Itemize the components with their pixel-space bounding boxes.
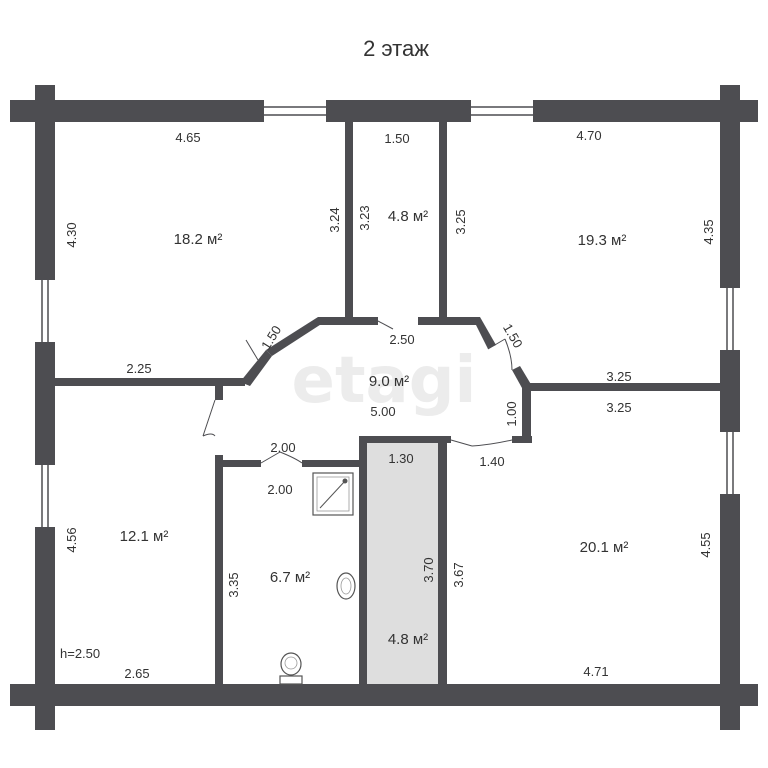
- door-bathroom: [260, 451, 303, 464]
- dimension-labels: 4.65 4.30 3.24 1.50 3.23 3.25 4.70 4.35 …: [60, 128, 716, 681]
- dimension-label: 3.25: [606, 400, 631, 415]
- door-wardrobe: [377, 320, 394, 330]
- wall-hall-diag-right-top: [472, 317, 496, 349]
- wall-hall-top-left: [318, 317, 378, 325]
- stair-fill: [367, 440, 444, 685]
- dimension-label: 1.50: [384, 131, 409, 146]
- dimension-label: 4.55: [698, 532, 713, 557]
- window-top-left: [264, 100, 326, 122]
- ceiling-height-label: h=2.50: [60, 646, 100, 661]
- wall-bath-top-right: [302, 460, 359, 467]
- fixtures: [279, 472, 356, 685]
- plan-title: 2 этаж: [363, 36, 429, 61]
- window-top-right: [471, 100, 533, 122]
- dimension-label: 2.65: [124, 666, 149, 681]
- dimension-label: 5.00: [370, 404, 395, 419]
- dimension-label: 4.71: [583, 664, 608, 679]
- area-label: 19.3 м²: [578, 232, 627, 249]
- wall-bath-top-left: [223, 460, 261, 467]
- dimension-label: 1.00: [504, 401, 519, 426]
- area-label: 12.1 м²: [120, 528, 169, 545]
- wall-hall-left-top: [215, 380, 223, 400]
- wall-bottom: [10, 684, 758, 706]
- dimension-label: 4.56: [64, 527, 79, 552]
- dimension-label: 1.50: [500, 321, 526, 350]
- dimension-label: 2.00: [267, 482, 292, 497]
- room-areas: 18.2 м² 4.8 м² 19.3 м² 9.0 м² 12.1 м² 6.…: [120, 208, 629, 648]
- wall-right: [720, 85, 740, 730]
- doors: [202, 320, 513, 464]
- dimension-label: 4.70: [576, 128, 601, 143]
- wall-ne-se: [530, 383, 720, 391]
- toilet-icon: [279, 652, 303, 685]
- wall-sw-bath: [215, 455, 223, 685]
- window-right-upper: [720, 288, 740, 350]
- wall-hall-right: [522, 386, 531, 443]
- window-left-upper: [35, 280, 55, 342]
- window-left-lower: [35, 465, 55, 527]
- dimension-label: 1.40: [479, 454, 504, 469]
- walls: [10, 85, 758, 730]
- area-label: 18.2 м²: [174, 231, 223, 248]
- dimension-label: 3.70: [421, 557, 436, 582]
- wall-top: [10, 100, 758, 122]
- dimension-label: 3.23: [357, 205, 372, 230]
- dimension-label: 4.35: [701, 219, 716, 244]
- dimension-label: 1.30: [388, 451, 413, 466]
- watermark: etagi: [292, 344, 477, 418]
- door-nw-bedroom: [245, 339, 259, 361]
- wall-wardrobe-ne: [439, 122, 447, 322]
- door-se-bedroom: [450, 439, 513, 447]
- dimension-label: 2.00: [270, 440, 295, 455]
- sink-icon: [336, 572, 356, 600]
- windows: [35, 100, 740, 527]
- wall-hall-diag-right-bottom: [512, 366, 532, 388]
- dimension-label: 3.24: [327, 207, 342, 232]
- wall-bath-stair: [359, 440, 367, 685]
- area-label: 6.7 м²: [270, 569, 310, 586]
- wall-nw-wardrobe: [345, 122, 353, 322]
- door-ne-bedroom: [487, 338, 513, 371]
- wall-stair-top: [359, 436, 451, 443]
- dimension-label: 2.25: [126, 361, 151, 376]
- wall-left: [35, 85, 55, 730]
- area-label: 9.0 м²: [369, 373, 409, 390]
- wall-hall-top-right: [418, 317, 480, 325]
- dimension-label: 4.30: [64, 222, 79, 247]
- dimension-label: 3.25: [453, 209, 468, 234]
- area-label: 4.8 м²: [388, 631, 428, 648]
- area-label: 20.1 м²: [580, 539, 629, 556]
- dimension-label: 4.65: [175, 130, 200, 145]
- wall-hall-diag-left-top: [266, 317, 326, 356]
- area-label: 4.8 м²: [388, 208, 428, 225]
- wall-stair-se: [438, 440, 447, 685]
- wall-hall-diag-left-bottom: [240, 350, 272, 386]
- dimension-label: 2.50: [389, 332, 414, 347]
- shower-icon: [312, 472, 354, 516]
- window-right-lower: [720, 432, 740, 494]
- door-sw-bedroom: [202, 399, 216, 437]
- dimension-label: 3.67: [451, 562, 466, 587]
- dimension-label: 3.35: [226, 572, 241, 597]
- dimension-label: 3.25: [606, 369, 631, 384]
- wall-nw-sw: [55, 378, 245, 386]
